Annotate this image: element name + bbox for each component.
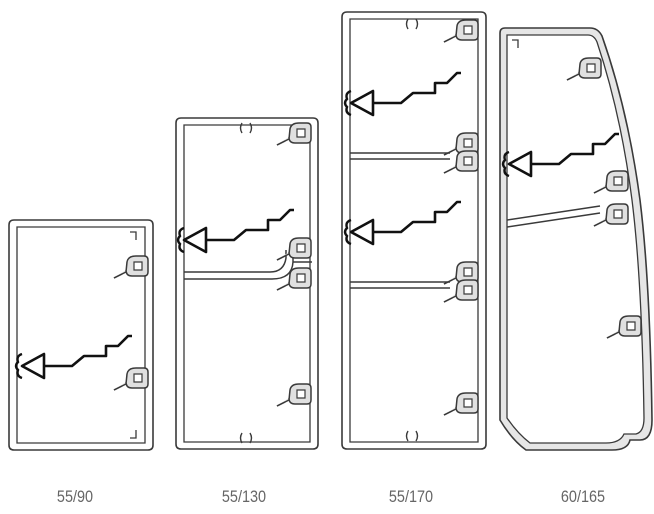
profile-label-55-130: 55/130	[221, 487, 267, 506]
profile-label-60-165: 60/165	[560, 487, 606, 506]
profile-55-90	[8, 219, 154, 451]
profile-55-130	[175, 117, 319, 450]
profile-label-55-170: 55/170	[388, 487, 434, 506]
profile-55-170	[341, 11, 487, 450]
profile-60-165	[499, 27, 653, 451]
profile-label-55-90: 55/90	[56, 487, 94, 506]
